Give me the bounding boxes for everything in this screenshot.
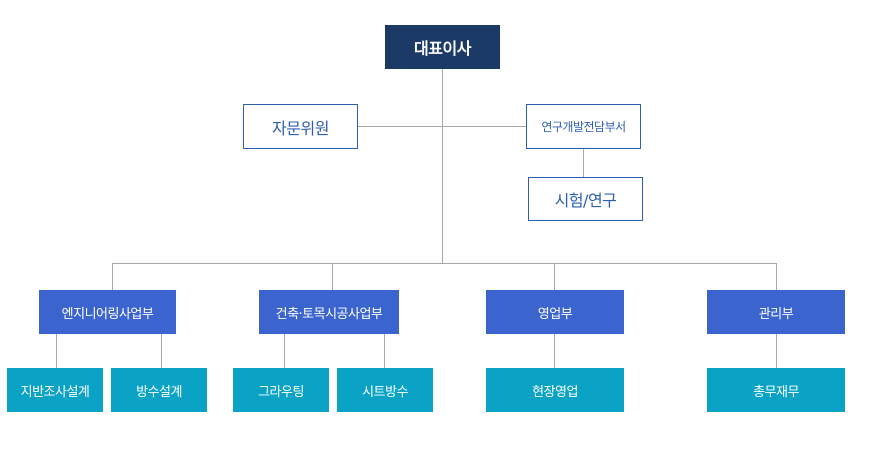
- connector-advisory-horizontal: [357, 126, 527, 127]
- connector-dept-4: [776, 263, 777, 291]
- connector-team-1-1: [56, 334, 57, 369]
- team-field-sales: 현장영업: [486, 368, 624, 412]
- connector-dept-3: [554, 263, 555, 291]
- test-research-box: 시험/연구: [528, 177, 643, 221]
- team-general-finance: 총무재무: [707, 368, 845, 412]
- connector-dept-1: [112, 263, 113, 291]
- dept-management: 관리부: [707, 290, 845, 334]
- team-sheet-waterproofing: 시트방수: [337, 368, 433, 412]
- team-grouting: 그라우팅: [233, 368, 329, 412]
- dept-construction: 건축·토목시공사업부: [259, 290, 399, 334]
- connector-rnd-to-test: [583, 148, 584, 178]
- connector-ceo-trunk: [442, 68, 443, 264]
- connector-departments-bus: [112, 263, 777, 264]
- connector-team-3-1: [554, 334, 555, 369]
- connector-team-4-1: [776, 334, 777, 369]
- connector-team-2-1: [284, 334, 285, 369]
- connector-team-1-2: [161, 334, 162, 369]
- dept-engineering: 엔지니어링사업부: [39, 290, 176, 334]
- team-ground-survey-design: 지반조사설계: [7, 368, 103, 412]
- advisory-committee-box: 자문위원: [243, 104, 358, 149]
- dept-sales: 영업부: [486, 290, 624, 334]
- ceo-box: 대표이사: [385, 25, 500, 69]
- team-waterproof-design: 방수설계: [111, 368, 207, 412]
- rnd-department-box: 연구개발전담부서: [526, 104, 641, 149]
- connector-team-2-2: [384, 334, 385, 369]
- connector-dept-2: [332, 263, 333, 291]
